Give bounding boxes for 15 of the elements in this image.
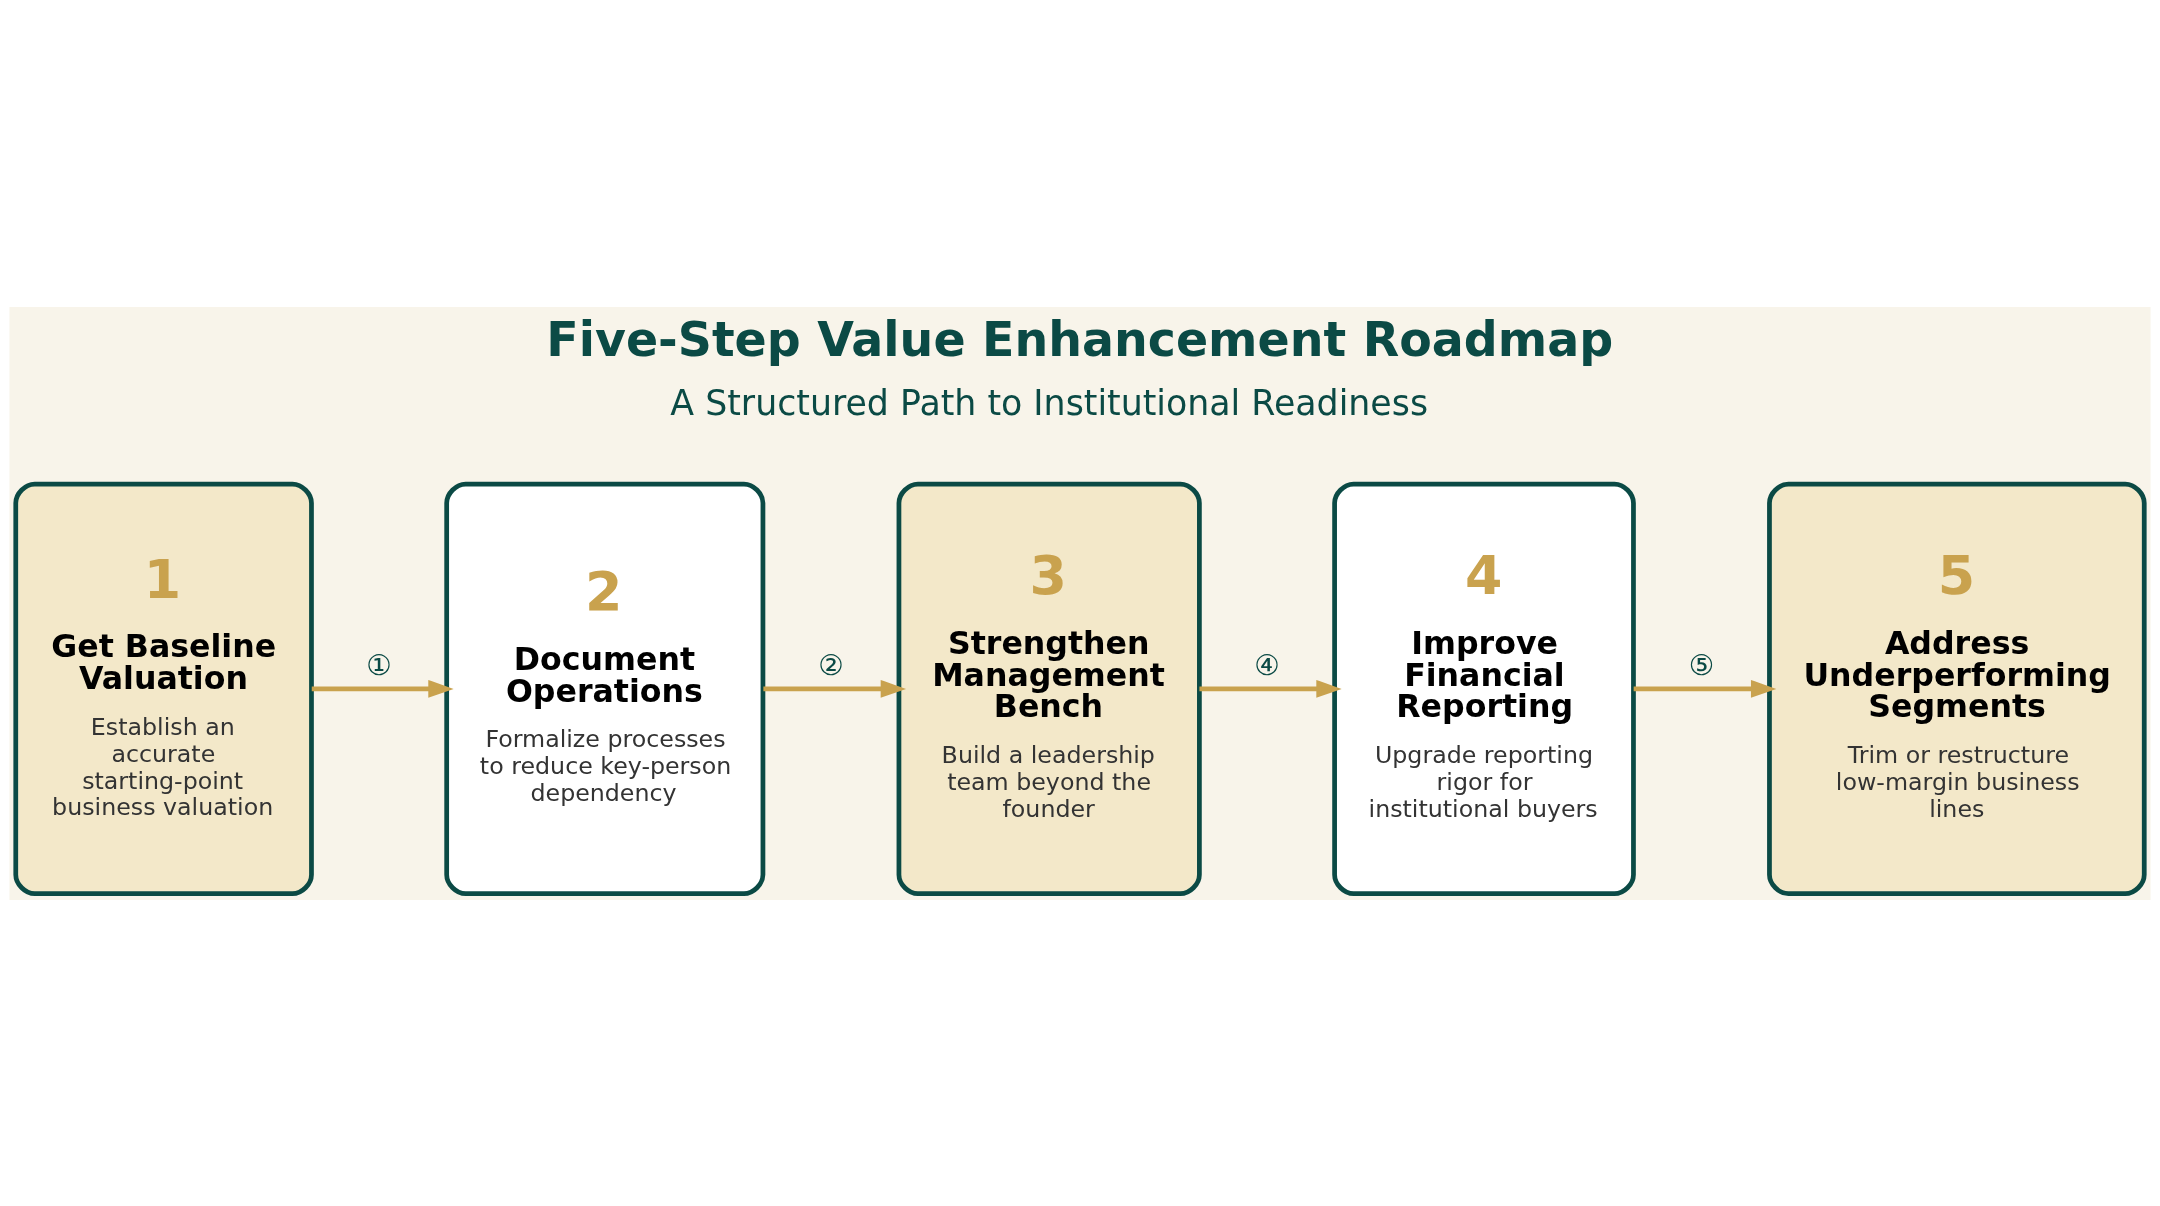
- label: A Structured Path to Institutional Readiness: [670, 382, 1429, 423]
- edge-label: ②: [818, 648, 844, 682]
- node-box: 1 Get Baseline Valuation Establish an accurate starting-point business valuation: [13, 481, 314, 896]
- arrow: [311, 679, 454, 698]
- node-box: 3 Strengthen Management Bench Build a leadership team beyond the founder: [896, 481, 1202, 896]
- node-box: 2 Document Operations Formalize processes to reduce key-person dependency: [444, 481, 766, 896]
- edge-label: ⑤: [1688, 648, 1715, 682]
- node-box: 5 Address Underperforming Segments Trim or restructure low-margin business lines: [1767, 481, 2147, 896]
- arrow: [763, 679, 907, 698]
- diagram-title: Five-Step Value Enhancement Roadmap: [546, 311, 1614, 367]
- edge-label: ④: [1254, 648, 1280, 682]
- node-box: 4 Improve Financial Reporting Upgrade reporting rigor for institutional buyers: [1332, 481, 1636, 896]
- edge-label: ①: [366, 648, 392, 682]
- arrow: [1199, 679, 1342, 698]
- arrow: [1633, 679, 1777, 698]
